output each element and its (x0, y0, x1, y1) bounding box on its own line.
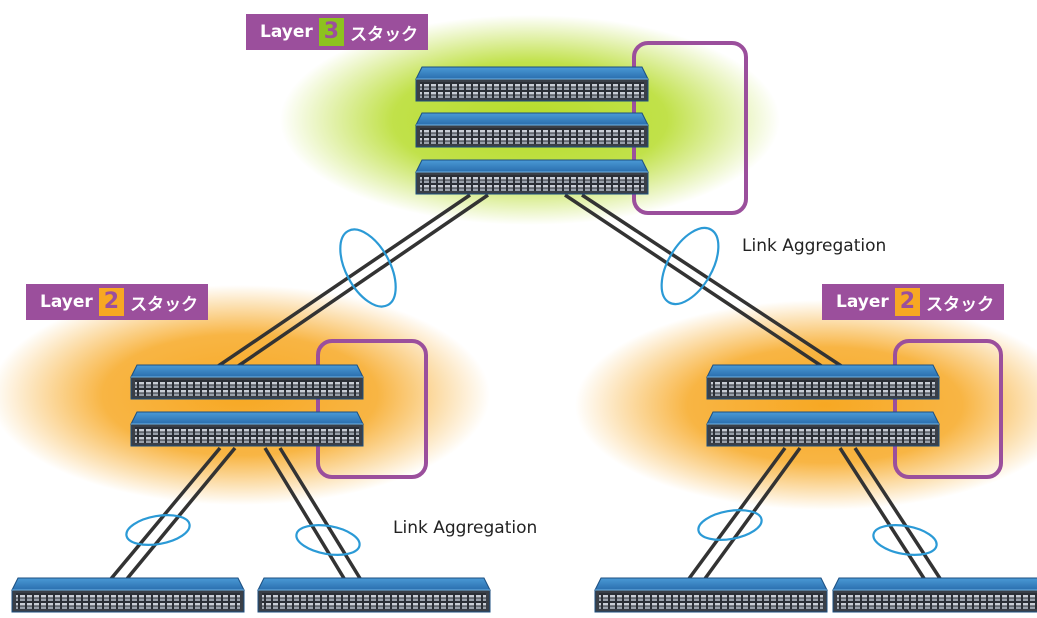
layer3-label-number: 3 (318, 18, 345, 46)
link-aggregation-rings (125, 226, 938, 556)
layer2-right-glow (575, 300, 1037, 510)
link-aggregation-ring-icon (697, 509, 763, 541)
layer2-right-label-prefix: Layer (836, 292, 889, 312)
network-switch-icon (706, 411, 940, 447)
layer2-left-label-prefix: Layer (40, 292, 93, 312)
link-aggregation-ring-icon (125, 514, 191, 546)
link-aggregation-ring-icon (660, 226, 720, 306)
network-switch-icon (832, 577, 1037, 613)
layer3-label-prefix: Layer (260, 22, 313, 42)
network-switch-icon (415, 159, 649, 195)
link-aggregation-ring-icon (339, 228, 397, 308)
layer2-right-label-number: 2 (894, 288, 921, 316)
layer3-label-suffix: スタック (350, 24, 419, 45)
network-switch-icon (257, 577, 491, 613)
network-switch-icon (130, 364, 364, 400)
network-switch-icon (11, 577, 245, 613)
layer2-right-label-suffix: スタック (926, 294, 995, 315)
network-switch-icon (415, 66, 649, 102)
layer2-left-label-number: 2 (98, 288, 125, 316)
layer3-stack-label: Layer 3 スタック (246, 14, 429, 50)
network-switch-icon (594, 577, 828, 613)
layer2-right-stack-label: Layer 2 スタック (822, 284, 1005, 320)
layer2-left-stack-bracket (316, 339, 428, 479)
layer2-left-label-suffix: スタック (130, 294, 199, 315)
network-switch-icon (130, 411, 364, 447)
cables (108, 193, 943, 582)
link-aggregation-label-top: Link Aggregation (742, 236, 887, 256)
layer2-right-stack-bracket (893, 339, 1003, 479)
network-switch-icon (415, 112, 649, 148)
layer2-left-stack-label: Layer 2 スタック (26, 284, 209, 320)
link-aggregation-label-bottom: Link Aggregation (393, 518, 538, 538)
link-aggregation-ring-icon (872, 524, 938, 556)
network-switch-icon (706, 364, 940, 400)
link-aggregation-ring-icon (295, 524, 361, 556)
